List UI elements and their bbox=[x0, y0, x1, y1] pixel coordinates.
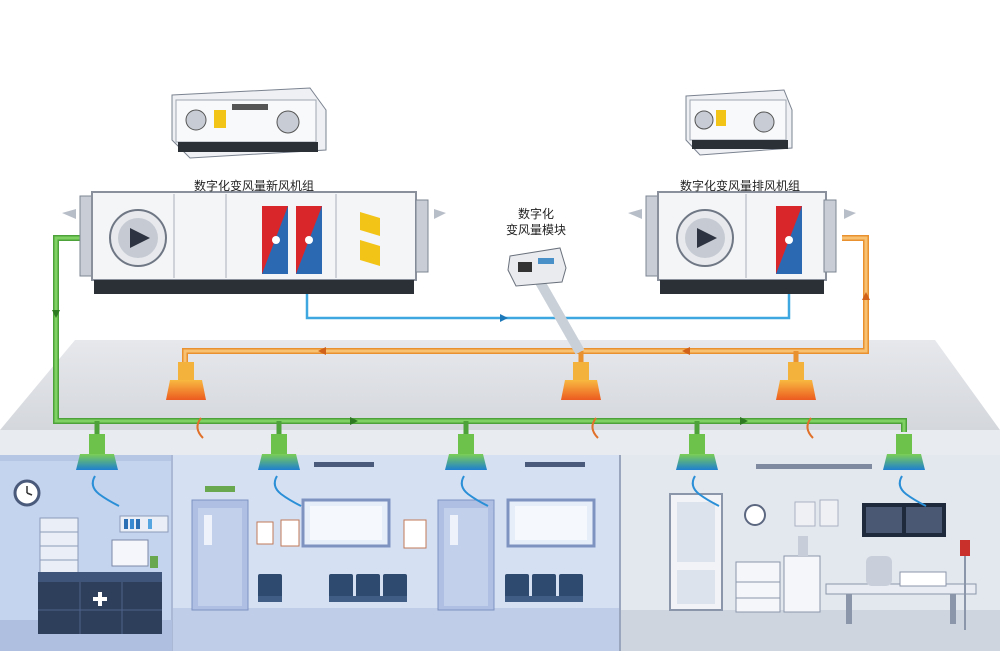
fan-icon bbox=[109, 209, 167, 267]
vav-module-label-line1: 数字化 bbox=[518, 206, 554, 221]
fan-icon bbox=[676, 209, 734, 267]
ceiling-plenum bbox=[0, 340, 1000, 455]
supply-unit-label: 数字化变风量新风机组 bbox=[194, 178, 314, 193]
supply-air-unit: 数字化变风量新风机组 bbox=[62, 178, 446, 294]
supply-diffusers bbox=[76, 434, 927, 507]
exhaust-grilles bbox=[166, 362, 816, 439]
filter-panel bbox=[360, 212, 380, 266]
supply-duct bbox=[52, 235, 907, 434]
corridor-area bbox=[191, 462, 596, 611]
supply-unit-photo bbox=[171, 87, 327, 159]
exhaust-air-unit: 数字化变风量排风机组 bbox=[628, 178, 856, 294]
exhaust-duct bbox=[182, 235, 870, 362]
exhaust-unit-photo bbox=[685, 89, 793, 156]
control-line bbox=[305, 274, 791, 355]
ward-area bbox=[669, 464, 977, 630]
vav-module-label-line2: 变风量模块 bbox=[506, 222, 566, 237]
reception-area bbox=[13, 479, 169, 634]
heat-exchanger-coil bbox=[262, 206, 322, 274]
heat-exchanger-coil bbox=[776, 206, 802, 274]
clock-icon bbox=[13, 479, 41, 507]
exhaust-unit-label: 数字化变风量排风机组 bbox=[680, 178, 800, 193]
cross-icon bbox=[93, 592, 107, 606]
vav-module: 数字化 变风量模块 bbox=[506, 206, 567, 287]
